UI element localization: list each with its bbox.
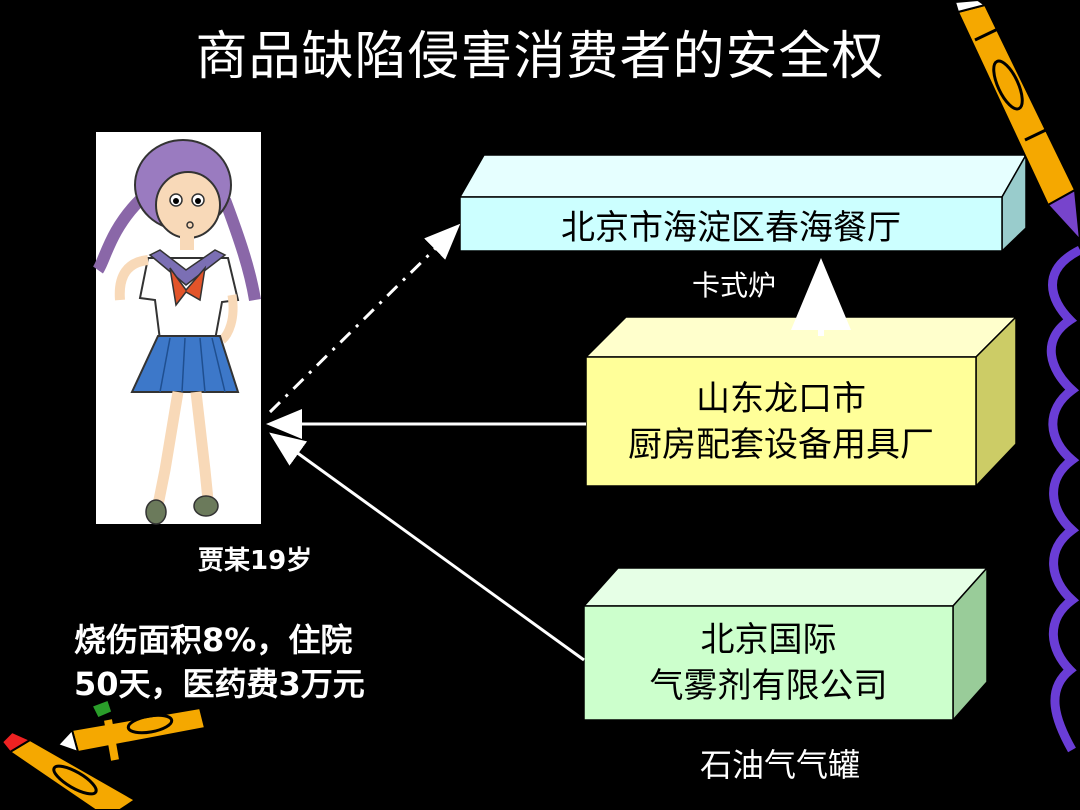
canister-label: 石油气气罐 [700,746,861,784]
stove-label: 卡式炉 [692,269,777,302]
manufacturer-name: 山东龙口市 厨房配套设备用具厂 [586,357,976,486]
injury-summary: 烧伤面积8%，住院 50天，医药费3万元 [74,618,365,706]
squiggle-decoration-icon [1046,245,1080,753]
girl-illustration [92,132,261,525]
gas-company-box [582,566,989,722]
manufacturer-name-line2: 厨房配套设备用具厂 [628,424,934,465]
gas-company-name-line1: 北京国际 [700,620,837,660]
restaurant-name: 北京市海淀区春海餐厅 [561,207,901,248]
crayon-decoration-top-icon [953,0,1080,242]
injury-line-2: 50天，医药费3万元 [74,665,365,703]
gas-company-name: 北京国际 气雾剂有限公司 [584,606,953,720]
arrow-to-restaurant [268,223,461,414]
crayon-decoration-bottom-icon [0,699,207,810]
manufacturer-box [584,315,1018,488]
manufacturer-name-line1: 山东龙口市 [696,378,866,419]
arrow-from-gas-company [269,432,585,662]
gas-company-name-line2: 气雾剂有限公司 [649,666,888,706]
slide-title: 商品缺陷侵害消费者的安全权 [195,27,885,87]
victim-caption: 贾某19岁 [198,546,313,576]
restaurant-box [458,152,1028,253]
injury-line-1: 烧伤面积8%，住院 [74,621,353,659]
